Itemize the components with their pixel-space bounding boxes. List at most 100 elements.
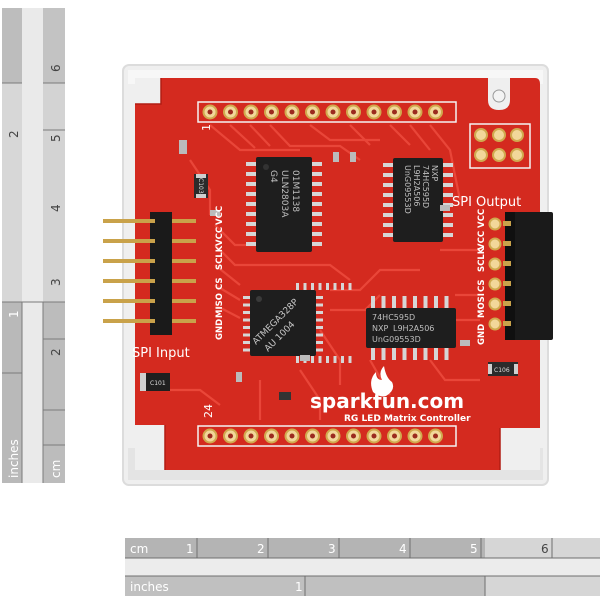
chip-pin	[312, 182, 322, 186]
chip-pin	[333, 356, 337, 363]
top-header-hole	[433, 109, 438, 115]
bottom-header-pads	[197, 425, 457, 447]
chip-hc-bot-line-3: L9H2A506	[393, 324, 434, 333]
bottom-header-hole	[207, 433, 213, 439]
mount-notch-top-left	[135, 78, 161, 104]
output-pin-label: GND	[477, 324, 487, 345]
gold-pin	[103, 219, 155, 223]
chip-pin	[246, 192, 256, 196]
chip-pin	[312, 222, 322, 226]
chip-pin	[243, 333, 250, 337]
chip-pin	[312, 212, 322, 216]
left-cm-tick-5: 5	[49, 134, 63, 142]
chip-hc-bot-line-2: NXP	[372, 324, 388, 333]
chip-pin	[371, 296, 375, 308]
output-pin-label: SCLK	[477, 247, 487, 272]
top-header-hole	[351, 109, 356, 115]
chip-pin	[318, 356, 322, 363]
cap-c103-label: C103	[197, 178, 204, 194]
chip-uln-line-3: G4	[268, 170, 278, 183]
top-header-hole	[310, 109, 315, 115]
left-cm-tick-3: 3	[49, 278, 63, 286]
left-cm-tick-2: 2	[49, 348, 63, 356]
chip-pin	[383, 233, 393, 237]
gold-pin	[172, 219, 196, 223]
bottom-cm-tick-2: 2	[257, 542, 265, 556]
chip-pin	[246, 172, 256, 176]
chip-pin	[444, 296, 449, 308]
chip-pin	[312, 232, 322, 236]
chip-pin	[348, 283, 352, 290]
input-pin-label: SCLK	[215, 245, 225, 270]
chip-pin	[383, 193, 393, 197]
bottom-header-hole	[310, 433, 315, 439]
chip-pin	[243, 303, 250, 307]
bottom-ruler: cm 1 2 3 4 5 6 inches 1	[125, 538, 600, 596]
gold-pin	[503, 301, 511, 306]
chip-pin	[246, 222, 256, 226]
chip-pin	[243, 311, 250, 314]
pin-24-label: 24	[202, 404, 215, 418]
chip-pin	[383, 163, 393, 167]
chip-pin	[246, 202, 256, 206]
chip-pin	[312, 202, 322, 206]
chip-pin	[434, 348, 438, 360]
chip-pin	[443, 173, 453, 177]
chip-pin	[246, 182, 256, 186]
chip-pin	[444, 348, 449, 360]
bottom-header-hole	[248, 433, 254, 439]
chip-uln2803a: 01M1138 ULN2803A G4	[246, 157, 322, 252]
top-header-outline	[197, 101, 457, 123]
gold-pin	[503, 221, 511, 226]
chip-pin	[383, 203, 393, 207]
chip-pin	[383, 173, 393, 177]
solder-pad	[488, 317, 502, 331]
bottom-inch-label: inches	[130, 580, 169, 594]
bottom-header-hole	[228, 433, 233, 439]
chip-pin	[311, 283, 314, 290]
bottom-header-hole	[289, 433, 295, 439]
passive-components: C103 C106 C101	[140, 140, 518, 400]
chip-pin	[316, 326, 323, 329]
chip-pin	[316, 311, 323, 314]
chip-hc-top-line-4: UnG09553D	[403, 165, 412, 214]
bottom-header-hole	[269, 433, 274, 439]
chip-pin	[312, 192, 322, 196]
chip-pin	[312, 242, 322, 246]
chip-pin	[312, 162, 322, 166]
chip-pin	[316, 303, 323, 307]
chip-uln-line-2: ULN2803A	[279, 170, 289, 218]
solder-pad	[488, 297, 502, 311]
spi-output-label: SPI Output	[452, 195, 521, 210]
chip-pin	[381, 348, 386, 360]
left-inch-tick-2: 2	[7, 130, 21, 138]
solder-pad	[488, 277, 502, 291]
chip-pin	[443, 233, 453, 237]
gold-pin	[503, 281, 511, 286]
chip-pin	[316, 296, 323, 299]
left-cm-tick-4: 4	[49, 204, 63, 212]
top-header-hole	[207, 109, 213, 115]
gold-pin	[503, 241, 511, 246]
input-pin-label: VCC	[215, 206, 225, 225]
input-pin-label: GND	[215, 319, 225, 340]
mount-notch-bottom-right	[500, 428, 540, 470]
chip-pin	[348, 356, 352, 363]
chip-pin	[312, 172, 322, 176]
gold-pin	[103, 239, 155, 243]
top-header-hole	[412, 109, 418, 115]
chip-pin	[443, 223, 453, 227]
input-pin-label: CS	[215, 277, 225, 290]
gold-pin	[503, 261, 511, 266]
bottom-cm-label: cm	[130, 542, 148, 556]
left-inch-label: inches	[7, 439, 21, 478]
spi-input-label: SPI Input	[132, 346, 190, 361]
left-cm-label: cm	[49, 460, 63, 478]
left-ruler: inches cm 1 2 2 3 4 5 6	[2, 8, 65, 483]
chip-74hc595-top: NXP 74HC595D L9H2A506 UnG09553D	[383, 158, 453, 242]
chip-pin	[383, 183, 393, 187]
bottom-header-hole	[433, 433, 438, 439]
chip-pin	[443, 163, 453, 167]
chip-pin	[243, 341, 250, 344]
cap-c106-label: C106	[494, 367, 510, 374]
